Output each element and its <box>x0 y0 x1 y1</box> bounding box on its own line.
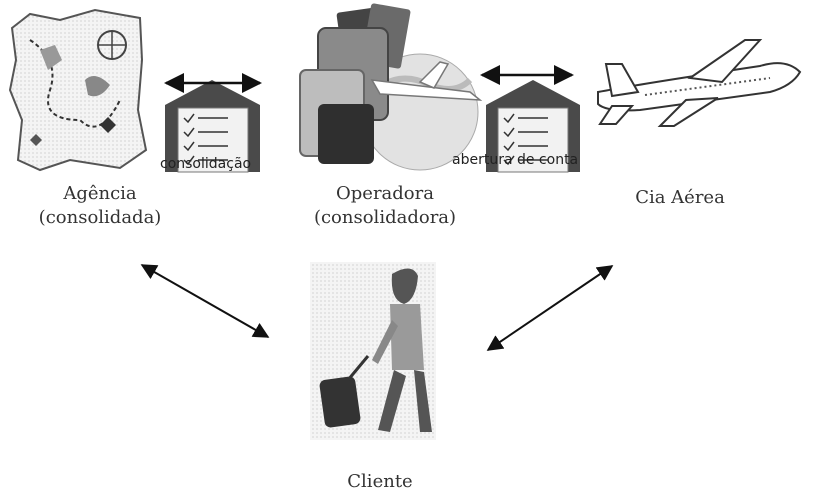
arrow-cia-cliente <box>486 265 614 351</box>
arrow-agencia-cliente <box>140 264 270 338</box>
edge-label-consolidacao: consolidação <box>160 156 252 172</box>
node-operadora-line2: (consolidadora) <box>313 207 457 228</box>
globe-luggage-icon <box>299 3 483 171</box>
treasure-map-icon <box>8 8 148 172</box>
shelter-document-icon-left <box>165 80 260 173</box>
node-cia-aerea: Cia Aérea <box>635 187 725 208</box>
node-operadora: Operadora (consolidadora) <box>285 182 485 230</box>
node-operadora-line1: Operadora <box>336 183 434 204</box>
edge-label-abertura-de-conta: abertura de conta <box>452 152 579 168</box>
node-cliente: Cliente <box>347 471 413 492</box>
traveler-icon <box>310 262 436 440</box>
node-agencia: Agência (consolidada) <box>20 182 180 230</box>
shelter-document-icon-right <box>486 80 580 173</box>
node-agencia-line1: Agência <box>63 183 137 204</box>
node-agencia-line2: (consolidada) <box>38 207 162 228</box>
airplane-icon <box>597 39 802 127</box>
